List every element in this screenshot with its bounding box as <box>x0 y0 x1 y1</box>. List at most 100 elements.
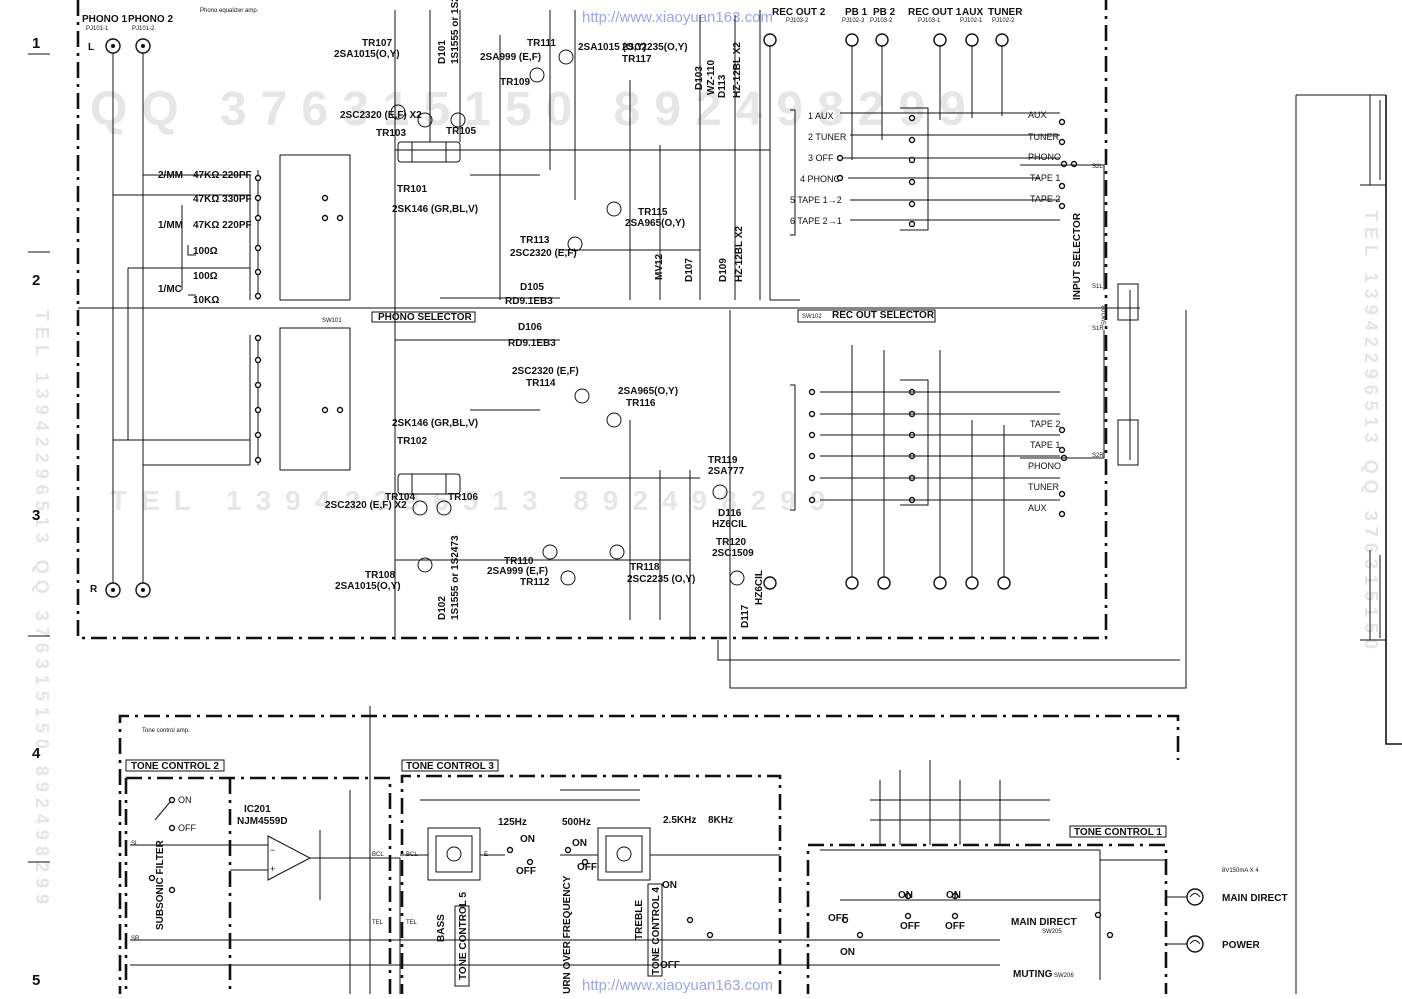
tr106-id: TR106 <box>448 492 478 503</box>
rec-pos-5: 5 TAPE 1→2 <box>790 195 842 205</box>
pb1-ref: PJ102-3 <box>842 18 865 24</box>
watermark-vertical-left: TEL 13942296513 QQ 376315150 892498299 <box>32 310 52 910</box>
tone-control-1-tag: TONE CONTROL 1 <box>1069 825 1167 838</box>
terminal-tel-2: TEL <box>406 920 418 926</box>
tuner-jack-ref: PJ102-2 <box>992 18 1015 24</box>
watermark-tel-mid: TEL 13942296513 892498299 <box>110 485 839 516</box>
tr119-id: TR119 <box>708 455 738 466</box>
tc1-off-1: OFF <box>900 921 920 932</box>
right-edge-connector <box>1296 94 1386 641</box>
d109-part: HZ-12BL X2 <box>734 226 745 282</box>
input-lower-phono: PHONO <box>1028 461 1061 471</box>
tr114-id: TR114 <box>526 378 556 389</box>
tr101-id: TR101 <box>397 184 427 195</box>
power-lamp-label: POWER <box>1222 940 1261 951</box>
d101-label: D101 <box>437 40 448 64</box>
input-lower-tuner: TUNER <box>1028 482 1059 492</box>
tr118-part: 2SC2235 (O,Y) <box>627 574 695 585</box>
input-selector-lower: TAPE 2 TAPE 1 PHONO TUNER AUX <box>1020 330 1105 518</box>
tone-control-4-label: TONE CONTROL 4 <box>651 887 662 975</box>
phono1-label: PHONO 1 <box>82 14 127 25</box>
load-label-1: 2/MM <box>158 170 183 181</box>
load-value-6: 10KΩ <box>193 295 219 306</box>
phono-selector-contacts-upper <box>249 154 351 301</box>
pb2-ref: PJ103-2 <box>870 18 893 24</box>
tr105-id: TR105 <box>446 126 476 137</box>
muting-label: MUTING <box>1013 969 1053 980</box>
rec-out-selector-label: REC OUT SELECTOR <box>832 310 935 321</box>
tr118-id: TR118 <box>630 562 660 573</box>
tr102-id: TR102 <box>397 436 427 447</box>
subsonic-switch: ON OFF <box>148 795 196 894</box>
input-lower-aux: AUX <box>1028 503 1047 513</box>
terminal-sl: SL <box>131 841 139 847</box>
load-label-6: 1/MC <box>158 284 182 295</box>
load-value-3: 47KΩ 220PF <box>193 220 252 231</box>
tr115-part: 2SA965(O,Y) <box>625 218 685 229</box>
tr110-id: TR110 <box>504 556 534 567</box>
input-upper-tuner: TUNER <box>1028 132 1059 142</box>
tr120-id: TR120 <box>716 537 746 548</box>
terminal-bcl-2: BCL <box>406 852 418 858</box>
treble-pot <box>597 827 651 881</box>
treble-sw-off: OFF <box>660 960 680 971</box>
tr120-part: 2SC1509 <box>712 548 754 559</box>
d106-part: RD9.1EB3 <box>508 338 556 349</box>
tr104-part: 2SC2320 (E,F) X2 <box>325 500 407 511</box>
rec-out2-label: REC OUT 2 <box>772 7 826 18</box>
tr104-id: TR104 <box>385 492 415 503</box>
main-direct-switch-ref: SW205 <box>1042 929 1062 935</box>
phono2-ref: PJ101-2 <box>132 26 155 32</box>
watermark-url-top[interactable]: http://www.xiaoyuan163.com <box>582 9 773 26</box>
tr103-id: TR103 <box>376 128 406 139</box>
phono-eq-caption: Phono equalizer amp. <box>200 8 259 14</box>
bass-sw-off: OFF <box>516 866 536 877</box>
tc1-off-2: OFF <box>945 921 965 932</box>
tone-control-1-label: TONE CONTROL 1 <box>1074 827 1162 838</box>
phono2-label: PHONO 2 <box>128 14 173 25</box>
tuner-jack-label: TUNER <box>988 7 1023 18</box>
phono-selector-contacts-lower <box>249 327 351 471</box>
tr101-part: 2SK146 (GR,BL,V) <box>392 204 478 215</box>
row-number-1: 1 <box>32 35 40 52</box>
rec-out-selector-lower <box>790 379 1060 511</box>
turnover-label: TURN OVER FREQUENCY <box>562 875 573 994</box>
ic201-part: NJM4559D <box>237 816 288 827</box>
channel-r-label: R <box>90 584 98 595</box>
tr108-id: TR108 <box>365 570 395 581</box>
watermark-url-bottom[interactable]: http://www.xiaoyuan163.com <box>582 977 773 994</box>
aux-jack-ref: PJ102-1 <box>960 18 983 24</box>
ic201-opamp: − + <box>267 835 312 881</box>
row-number-2: 2 <box>32 272 40 289</box>
main-direct-lamp <box>1166 888 1204 906</box>
rec-out1-label: REC OUT 1 <box>908 7 962 18</box>
tr115-id: TR115 <box>638 207 668 218</box>
d113-label: D113 <box>717 74 728 98</box>
phono2-r-jack <box>135 582 151 598</box>
input-upper-tape1: TAPE 1 <box>1030 173 1060 183</box>
row-number-3: 3 <box>32 507 40 524</box>
terminal-bcl-1: BCL <box>372 852 384 858</box>
subsonic-off: OFF <box>178 823 196 833</box>
tr114-part: 2SC2320 (E,F) <box>512 366 579 377</box>
row-number-4: 4 <box>32 745 41 762</box>
pin-s2r: S2R <box>1092 453 1104 459</box>
bass-sw-on: ON <box>520 834 535 845</box>
d117-part: HZ6CIL <box>754 570 765 605</box>
tr116-part: 2SA965(O,Y) <box>618 386 678 397</box>
bass-pot <box>427 827 481 881</box>
power-lamp <box>1166 935 1204 953</box>
tr102-fet-pair <box>397 473 461 495</box>
row-number-5: 5 <box>32 972 40 989</box>
phono1-ref: PJ101-1 <box>86 26 109 32</box>
tone-control-2-label: TONE CONTROL 2 <box>131 761 219 772</box>
tr112-id: TR112 <box>520 577 550 588</box>
tone-control-2-tag: TONE CONTROL 2 <box>125 759 225 772</box>
pb1-label: PB 1 <box>845 7 868 18</box>
freq-2-5khz: 2.5KHz <box>663 815 696 826</box>
tone-control-5-label: TONE CONTROL 5 <box>458 892 469 980</box>
svg-text:−: − <box>270 845 275 855</box>
tr119-part: 2SA777 <box>708 466 745 477</box>
